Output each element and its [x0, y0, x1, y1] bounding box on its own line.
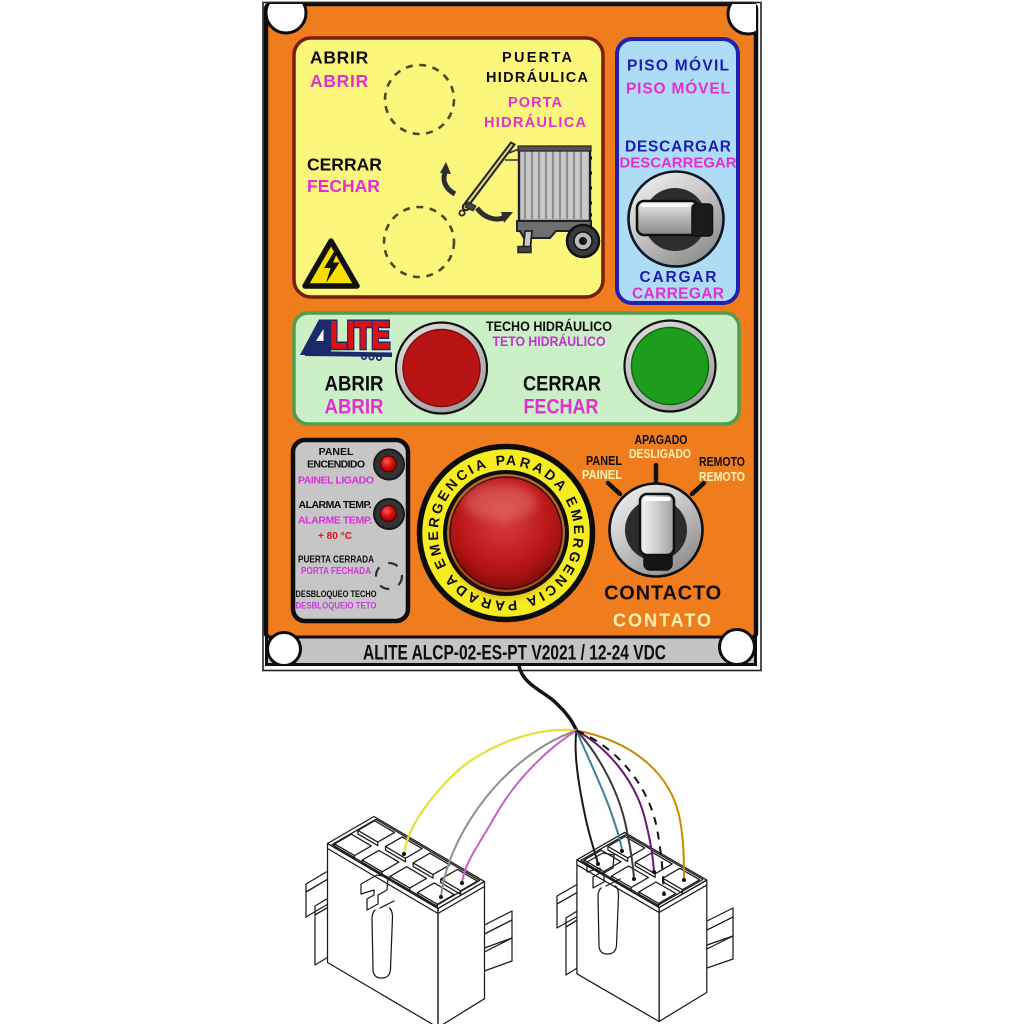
svg-text:ABRIR: ABRIR	[325, 373, 384, 396]
svg-text:+ 80 °C: + 80 °C	[318, 530, 352, 542]
svg-text:PANEL: PANEL	[586, 454, 622, 468]
svg-text:ABRIR: ABRIR	[325, 396, 384, 419]
svg-text:DESLIGADO: DESLIGADO	[629, 447, 691, 461]
svg-text:PISO MÓVEL: PISO MÓVEL	[626, 80, 730, 98]
svg-text:ENCENDIDO: ENCENDIDO	[307, 459, 365, 471]
svg-text:ABRIR: ABRIR	[310, 48, 369, 68]
svg-text:APAGADO: APAGADO	[635, 433, 688, 447]
svg-text:DESBLOQUEIO TETO: DESBLOQUEIO TETO	[296, 601, 377, 612]
svg-text:CONTATO: CONTATO	[613, 611, 711, 631]
svg-text:TECHO HIDRÁULICO: TECHO HIDRÁULICO	[486, 318, 612, 334]
svg-text:CERRAR: CERRAR	[523, 373, 601, 396]
svg-text:DESCARGAR: DESCARGAR	[625, 139, 731, 156]
svg-text:FECHAR: FECHAR	[307, 176, 380, 196]
svg-text:ALARMA TEMP.: ALARMA TEMP.	[299, 499, 372, 511]
svg-text:FECHAR: FECHAR	[524, 396, 599, 419]
svg-text:PORTA: PORTA	[508, 95, 563, 111]
svg-text:ALITE ALCP-02-ES-PT V2021 / 12: ALITE ALCP-02-ES-PT V2021 / 12-24 VDC	[363, 641, 666, 665]
svg-text:ABRIR: ABRIR	[310, 71, 369, 91]
svg-text:CARREGAR: CARREGAR	[632, 286, 724, 303]
svg-text:ALARME TEMP.: ALARME TEMP.	[298, 515, 372, 527]
svg-text:PAINEL LIGADO: PAINEL LIGADO	[298, 475, 374, 487]
svg-text:DESBLOQUEO TECHO: DESBLOQUEO TECHO	[296, 589, 377, 600]
svg-text:CARGAR: CARGAR	[640, 269, 717, 286]
svg-text:PISO MÓVIL: PISO MÓVIL	[627, 57, 729, 75]
svg-text:PUERTA CERRADA: PUERTA CERRADA	[298, 555, 374, 566]
svg-text:CERRAR: CERRAR	[307, 155, 382, 175]
svg-text:REMOTO: REMOTO	[699, 455, 745, 469]
svg-text:LITE: LITE	[330, 315, 390, 357]
svg-text:LITE: LITE	[330, 315, 390, 357]
svg-text:CONTACTO: CONTACTO	[604, 583, 722, 605]
svg-text:PORTA FECHADA: PORTA FECHADA	[301, 566, 371, 577]
svg-text:DESCARREGAR: DESCARREGAR	[620, 156, 738, 172]
svg-text:REMOTO: REMOTO	[699, 470, 745, 484]
svg-text:PAINEL: PAINEL	[582, 468, 622, 482]
svg-text:TETO HIDRÁULICO: TETO HIDRÁULICO	[493, 333, 606, 349]
svg-text:PANEL: PANEL	[319, 446, 354, 458]
